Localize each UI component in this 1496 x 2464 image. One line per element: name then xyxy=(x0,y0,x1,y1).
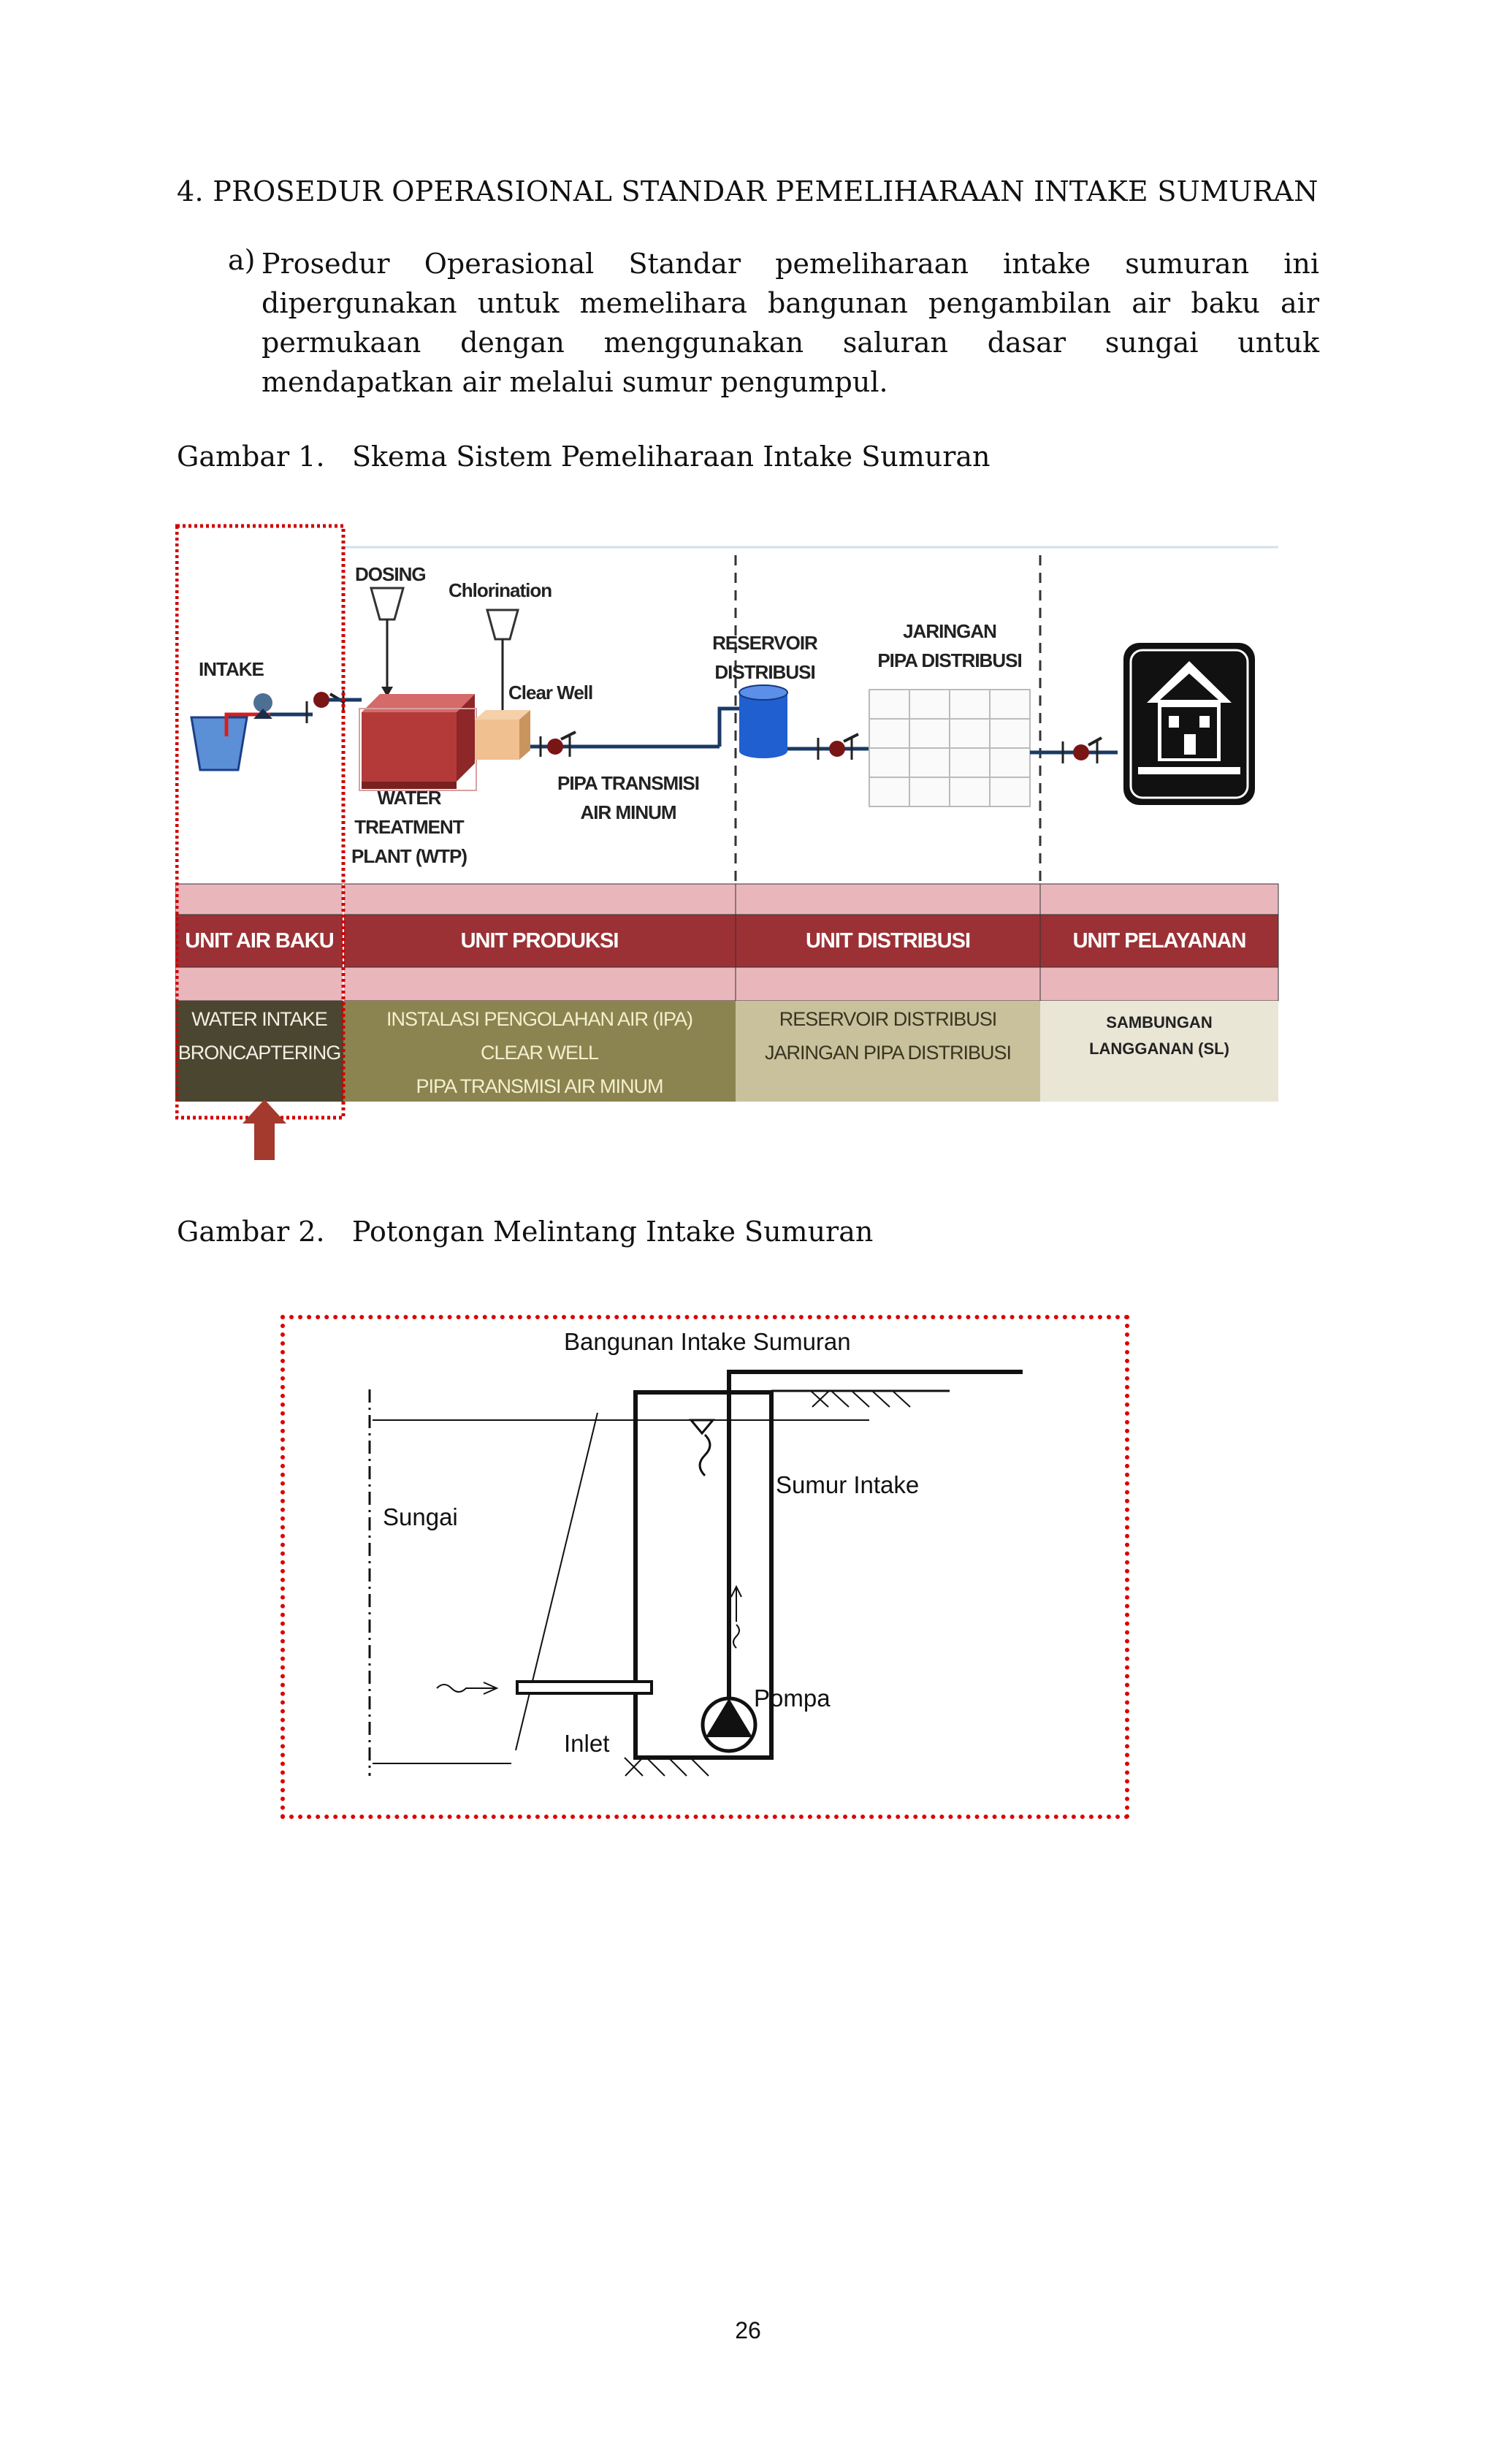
figure-1-caption: Gambar 1. Skema Sistem Pemeliharaan Intak… xyxy=(177,440,991,473)
label-reservoir: RESERVOIR DISTRIBUSI xyxy=(710,628,820,687)
house-icon xyxy=(1123,643,1255,805)
unit-pelayanan: UNIT PELAYANAN xyxy=(1072,929,1247,953)
pump-icon xyxy=(253,693,272,712)
label-sungai: Sungai xyxy=(383,1503,458,1530)
unit-item: WATER INTAKE xyxy=(191,1008,328,1030)
label-dosing: DOSING xyxy=(355,563,427,585)
label-jaringan-line1: JARINGAN xyxy=(903,620,997,642)
label-chlorination: Chlorination xyxy=(449,579,552,601)
label-pipa-line2: AIR MINUM xyxy=(580,801,676,823)
valve-icon xyxy=(313,692,329,708)
unit-item: RESERVOIR DISTRIBUSI xyxy=(779,1008,998,1030)
figure-1-diagram: INTAKE DOSING Chlorination Clear Well WA… xyxy=(175,511,1286,1169)
label-jaringan: JARINGAN PIPA DISTRIBUSI xyxy=(869,617,1030,675)
up-arrow-icon xyxy=(243,1099,286,1160)
unit-distribusi-items: RESERVOIR DISTRIBUSI JARINGAN PIPA DISTR… xyxy=(736,1002,1040,1069)
figure-1-number: Gambar 1. xyxy=(177,440,325,473)
figure-2-caption: Gambar 2. Potongan Melintang Intake Sumur… xyxy=(177,1216,873,1248)
water-system-schematic xyxy=(175,524,1279,1160)
label-pipa-line1: PIPA TRANSMISI xyxy=(557,772,700,794)
label-wtp-line2: PLANT (WTP) xyxy=(351,845,468,867)
label-wtp: WATER TREATMENT PLANT (WTP) xyxy=(351,783,468,871)
unit-item: SAMBUNGAN xyxy=(1106,1013,1213,1031)
dosing-funnel-icon xyxy=(370,587,405,621)
figure-2-diagram: Bangunan Intake Sumuran Sungai Sumur Int… xyxy=(280,1315,1129,1819)
figure-1-title: Skema Sistem Pemeliharaan Intake Sumuran xyxy=(352,440,991,473)
unit-distribusi: UNIT DISTRIBUSI xyxy=(805,929,971,953)
figure-2-title: Potongan Melintang Intake Sumuran xyxy=(352,1216,874,1248)
unit-pelayanan-items: SAMBUNGAN LANGGANAN (SL) xyxy=(1040,1010,1278,1062)
unit-produksi-items: INSTALASI PENGOLAHAN AIR (IPA) CLEAR WEL… xyxy=(343,1002,736,1103)
label-clear-well: Clear Well xyxy=(508,682,593,703)
unit-item: BRONCAPTERING xyxy=(178,1042,342,1064)
label-intake: INTAKE xyxy=(199,658,264,680)
label-reservoir-line2: DISTRIBUSI xyxy=(714,661,815,683)
unit-air-baku: UNIT AIR BAKU xyxy=(185,929,334,953)
label-wtp-line1: WATER TREATMENT xyxy=(354,787,464,838)
cross-section-drawing xyxy=(368,1370,1023,1777)
label-reservoir-line1: RESERVOIR xyxy=(712,632,818,654)
label-pompa: Pompa xyxy=(754,1685,831,1712)
unit-produksi: UNIT PRODUKSI xyxy=(460,929,619,953)
unit-item: LANGGANAN (SL) xyxy=(1089,1040,1229,1058)
label-inlet: Inlet xyxy=(564,1730,610,1757)
unit-item: INSTALASI PENGOLAHAN AIR (IPA) xyxy=(386,1008,693,1030)
inlet-pipe xyxy=(516,1680,653,1695)
list-item-label: a) xyxy=(228,244,256,276)
unit-item: PIPA TRANSMISI AIR MINUM xyxy=(416,1075,663,1097)
page-number: 26 xyxy=(735,2317,761,2343)
reservoir-icon xyxy=(739,693,787,751)
label-bangunan-intake: Bangunan Intake Sumuran xyxy=(564,1328,851,1355)
list-item-text: Prosedur Operasional Standar pemeliharaa… xyxy=(262,248,1319,398)
intake-basin-icon xyxy=(190,716,248,771)
label-pipa-transmisi: PIPA TRANSMISI AIR MINUM xyxy=(555,768,701,827)
chlorination-funnel-icon xyxy=(486,609,519,641)
label-sumur-intake: Sumur Intake xyxy=(776,1471,920,1498)
section-heading: 4. PROSEDUR OPERASIONAL STANDAR PEMELIHA… xyxy=(177,175,1318,207)
unit-air-baku-items: WATER INTAKE BRONCAPTERING xyxy=(175,1002,343,1069)
unit-item: JARINGAN PIPA DISTRIBUSI xyxy=(764,1042,1012,1064)
figure-2-number: Gambar 2. xyxy=(177,1216,325,1248)
unit-item: CLEAR WELL xyxy=(480,1042,599,1064)
label-jaringan-line2: PIPA DISTRIBUSI xyxy=(877,649,1022,671)
sumur-box xyxy=(633,1390,774,1760)
